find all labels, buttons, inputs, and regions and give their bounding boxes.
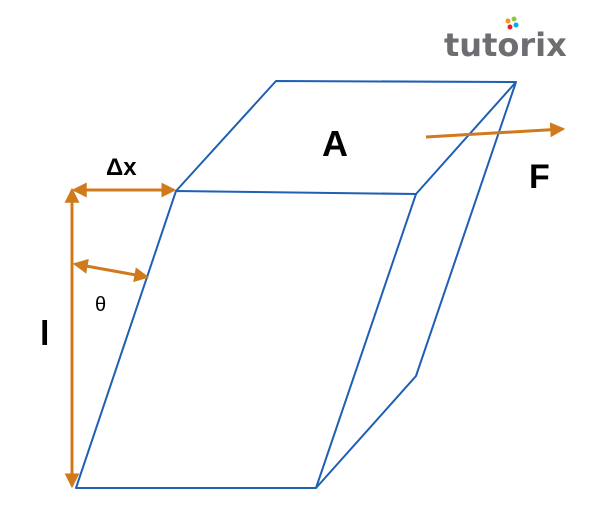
angle-label: θ <box>95 294 106 316</box>
tutorix-logo: tutorix <box>444 16 567 64</box>
force-label: F <box>529 158 550 196</box>
displacement-label: Δx <box>106 154 137 181</box>
angle-arrow <box>72 258 150 283</box>
area-label: A <box>322 123 348 164</box>
length-label: l <box>40 315 49 353</box>
sheared-solid <box>75 80 517 489</box>
force-arrow <box>425 122 566 139</box>
logo-dot-orange <box>505 18 511 24</box>
front-face <box>75 190 417 489</box>
right-face-edges <box>315 81 517 489</box>
logo-dot-blue <box>513 22 519 28</box>
logo-dot-red <box>507 24 513 30</box>
logo-dot-green <box>511 16 517 22</box>
logo-text: tutorix <box>444 26 567 64</box>
top-face-edges <box>175 80 517 195</box>
